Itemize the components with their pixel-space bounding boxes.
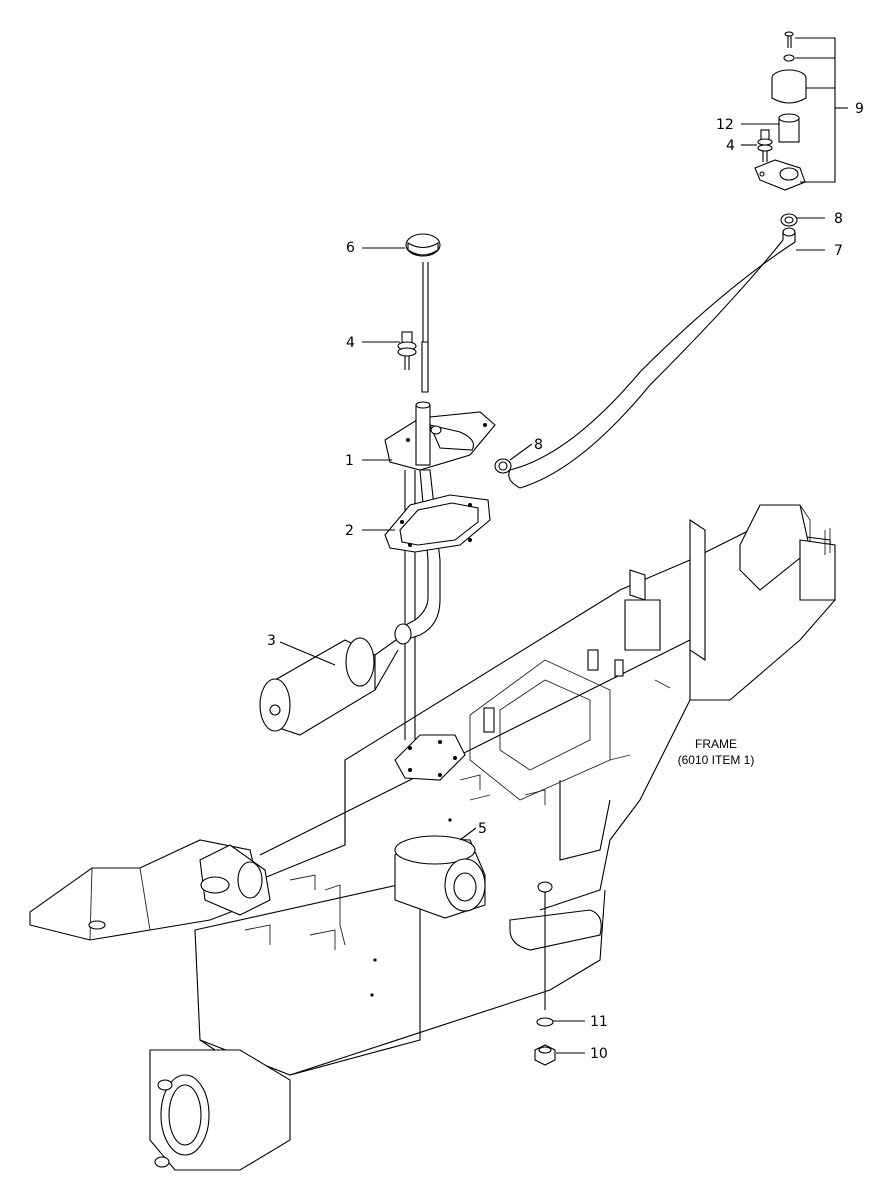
dipstick bbox=[405, 233, 441, 393]
callout-12: 12 bbox=[716, 117, 734, 133]
callout-4-left: 4 bbox=[346, 335, 355, 351]
callout-5: 5 bbox=[478, 821, 487, 837]
callout-11: 11 bbox=[590, 1014, 608, 1030]
tank-port-gasket bbox=[394, 734, 466, 781]
frame-annotation: FRAME (6010 ITEM 1) bbox=[678, 737, 755, 767]
drain-plug-oring bbox=[534, 892, 556, 1066]
callout-7: 7 bbox=[834, 243, 843, 259]
callout-6: 6 bbox=[346, 240, 355, 256]
callout-2: 2 bbox=[345, 523, 354, 539]
strainer bbox=[259, 637, 399, 736]
gasket bbox=[384, 494, 491, 553]
callout-8-right: 8 bbox=[834, 211, 843, 227]
callout-3: 3 bbox=[267, 633, 276, 649]
frame-reference: (6010 ITEM 1) bbox=[678, 753, 755, 767]
callout-10: 10 bbox=[590, 1046, 608, 1062]
callout-labels: 1 2 3 4 6 8 5 7 8 9 12 4 11 10 bbox=[267, 101, 864, 1062]
callout-4-right: 4 bbox=[726, 138, 735, 154]
breather-assembly bbox=[754, 31, 807, 227]
suction-pipe-assembly bbox=[384, 401, 496, 740]
callout-8-left: 8 bbox=[534, 437, 543, 453]
breather-hose bbox=[508, 227, 796, 489]
bolt-washer bbox=[397, 331, 417, 370]
hose-clamp bbox=[494, 458, 512, 474]
callout-9: 9 bbox=[855, 101, 864, 117]
frame-label: FRAME bbox=[695, 737, 737, 751]
callout-1: 1 bbox=[345, 453, 354, 469]
frame bbox=[29, 504, 836, 1171]
leader-lines bbox=[279, 37, 848, 1054]
return-filter bbox=[394, 835, 486, 919]
